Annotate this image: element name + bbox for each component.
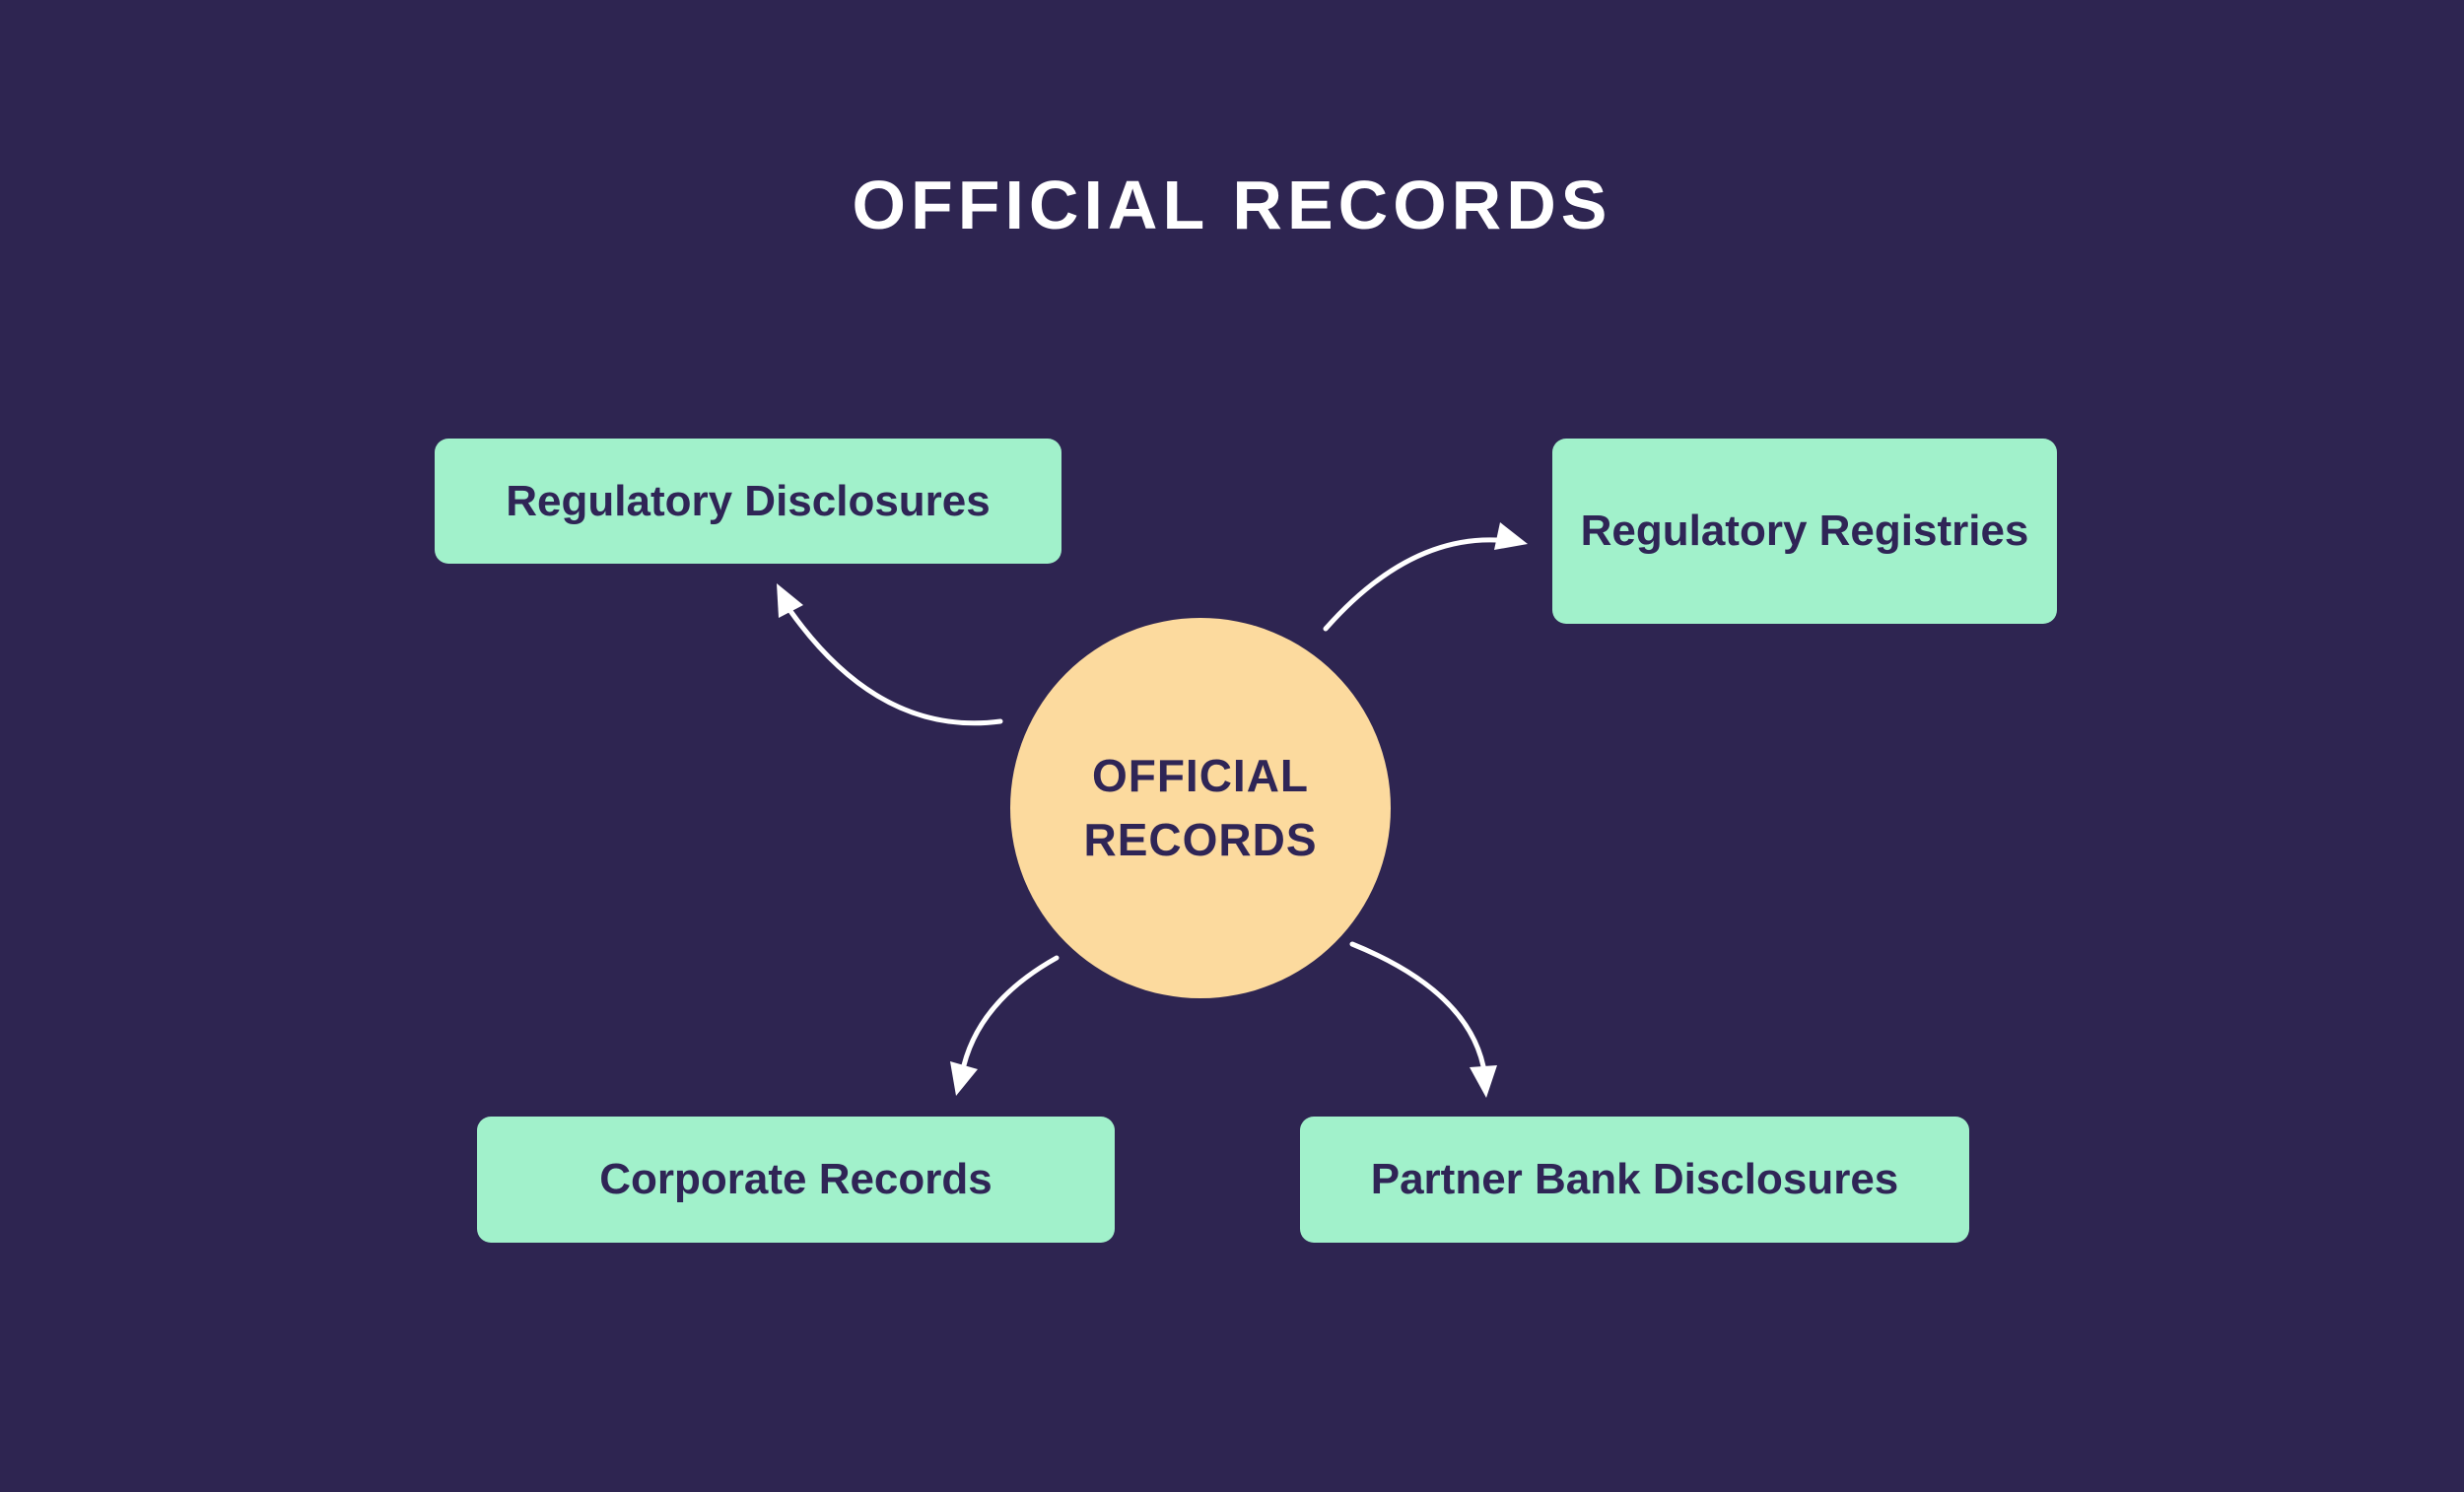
arrow-head bbox=[1494, 522, 1528, 550]
node-label: Partner Bank Disclosures bbox=[1370, 1155, 1899, 1204]
node-label: Regulatory Registries bbox=[1580, 507, 2029, 556]
arrow-head bbox=[1470, 1065, 1497, 1098]
arrow-curve bbox=[1349, 941, 1486, 1069]
node-label: Regulatory Disclosures bbox=[506, 476, 991, 525]
center-node-label-line2: RECORDS bbox=[1083, 814, 1318, 865]
center-node-label-line1: OFFICIAL bbox=[1091, 749, 1310, 801]
arrow-head bbox=[950, 1061, 978, 1096]
node-regulatory-registries: Regulatory Registries bbox=[1552, 439, 2057, 624]
arrow-to-corporate-records-icon bbox=[950, 955, 1060, 1096]
arrow-curve bbox=[787, 608, 1003, 726]
node-partner-bank-disclosures: Partner Bank Disclosures bbox=[1300, 1117, 1969, 1243]
arrow-curve bbox=[961, 955, 1060, 1068]
center-node-official-records: OFFICIAL RECORDS bbox=[1010, 618, 1391, 998]
arrow-head bbox=[777, 583, 803, 618]
arrow-to-regulatory-disclosures-icon bbox=[777, 583, 1003, 726]
node-corporate-records: Corporate Records bbox=[477, 1117, 1115, 1243]
arrow-curve bbox=[1323, 537, 1500, 632]
arrow-to-regulatory-registries-icon bbox=[1323, 522, 1528, 632]
node-label: Corporate Records bbox=[599, 1155, 992, 1204]
page-title: OFFICIAL RECORDS bbox=[852, 167, 1612, 243]
arrow-to-partner-bank-disclosures-icon bbox=[1349, 941, 1497, 1098]
node-regulatory-disclosures: Regulatory Disclosures bbox=[435, 439, 1061, 564]
